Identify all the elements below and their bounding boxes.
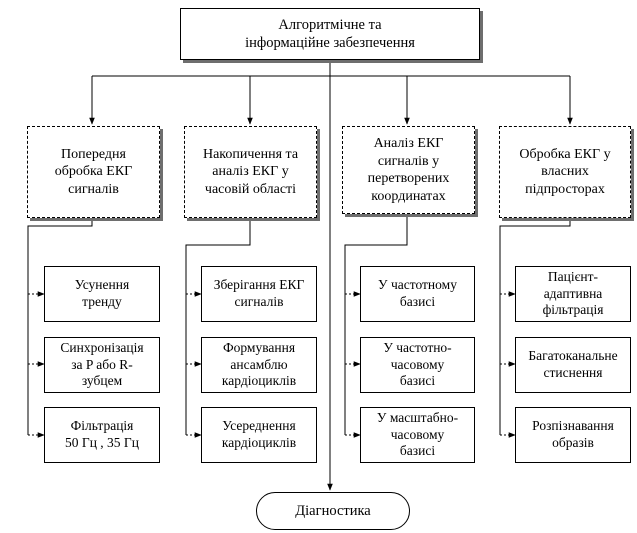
cat3-item-3-label: У масштабно- часовому базисі: [376, 409, 459, 459]
cat2-item-3-label: Усереднення кардіоциклів: [221, 418, 297, 450]
cat1-item-3-label: Фільтрація 50 Гц , 35 Гц: [65, 418, 139, 450]
cat2-item-3: Усереднення кардіоциклів: [201, 407, 317, 463]
cat2-item-2: Формування ансамблю кардіоциклів: [201, 337, 317, 393]
cat4-item-2-label: Багатоканальне стиснення: [528, 348, 618, 380]
category-4-node: Обробка ЕКГ у власних підпросторах: [499, 126, 631, 218]
cat3-item-2-label: У частотно- часовому базисі: [383, 339, 452, 389]
cat1-item-2: Синхронізація за P або R- зубцем: [44, 337, 160, 393]
category-1-label: Попередня обробка ЕКГ сигналів: [54, 146, 133, 197]
cat2-item-2-label: Формування ансамблю кардіоциклів: [221, 339, 297, 389]
cat2-item-1-label: Зберігання ЕКГ сигналів: [213, 277, 305, 309]
cat4-item-3-label: Розпізнавання образів: [532, 418, 614, 450]
cat3-item-1-label: У частотному базисі: [378, 277, 457, 309]
cat1-item-2-label: Синхронізація за P або R- зубцем: [60, 339, 144, 389]
category-3-node: Аналіз ЕКГ сигналів у перетворених коорд…: [342, 126, 475, 214]
cat1-item-1-label: Усунення тренду: [74, 277, 130, 309]
cat3-item-3: У масштабно- часовому базисі: [360, 407, 475, 463]
cat4-item-2: Багатоканальне стиснення: [515, 337, 631, 393]
cat1-item-3: Фільтрація 50 Гц , 35 Гц: [44, 407, 160, 463]
root-node: Алгоритмічне та інформаційне забезпеченн…: [180, 8, 480, 60]
root-label: Алгоритмічне та інформаційне забезпеченн…: [245, 16, 415, 51]
cat2-item-1: Зберігання ЕКГ сигналів: [201, 266, 317, 322]
category-2-label: Накопичення та аналіз ЕКГ у часовій обла…: [202, 146, 299, 197]
cat4-item-1: Пацієнт- адаптивна фільтрація: [515, 266, 631, 322]
cat3-item-2: У частотно- часовому базисі: [360, 337, 475, 393]
cat4-item-3: Розпізнавання образів: [515, 407, 631, 463]
cat1-item-1: Усунення тренду: [44, 266, 160, 322]
category-4-label: Обробка ЕКГ у власних підпросторах: [519, 146, 611, 197]
cat4-item-1-label: Пацієнт- адаптивна фільтрація: [542, 268, 604, 318]
cat3-item-1: У частотному базисі: [360, 266, 475, 322]
diagnostics-label: Діагностика: [295, 502, 371, 519]
category-1-node: Попередня обробка ЕКГ сигналів: [27, 126, 160, 218]
diagnostics-node: Діагностика: [256, 492, 410, 530]
category-2-node: Накопичення та аналіз ЕКГ у часовій обла…: [184, 126, 317, 218]
category-3-label: Аналіз ЕКГ сигналів у перетворених коорд…: [367, 136, 450, 204]
